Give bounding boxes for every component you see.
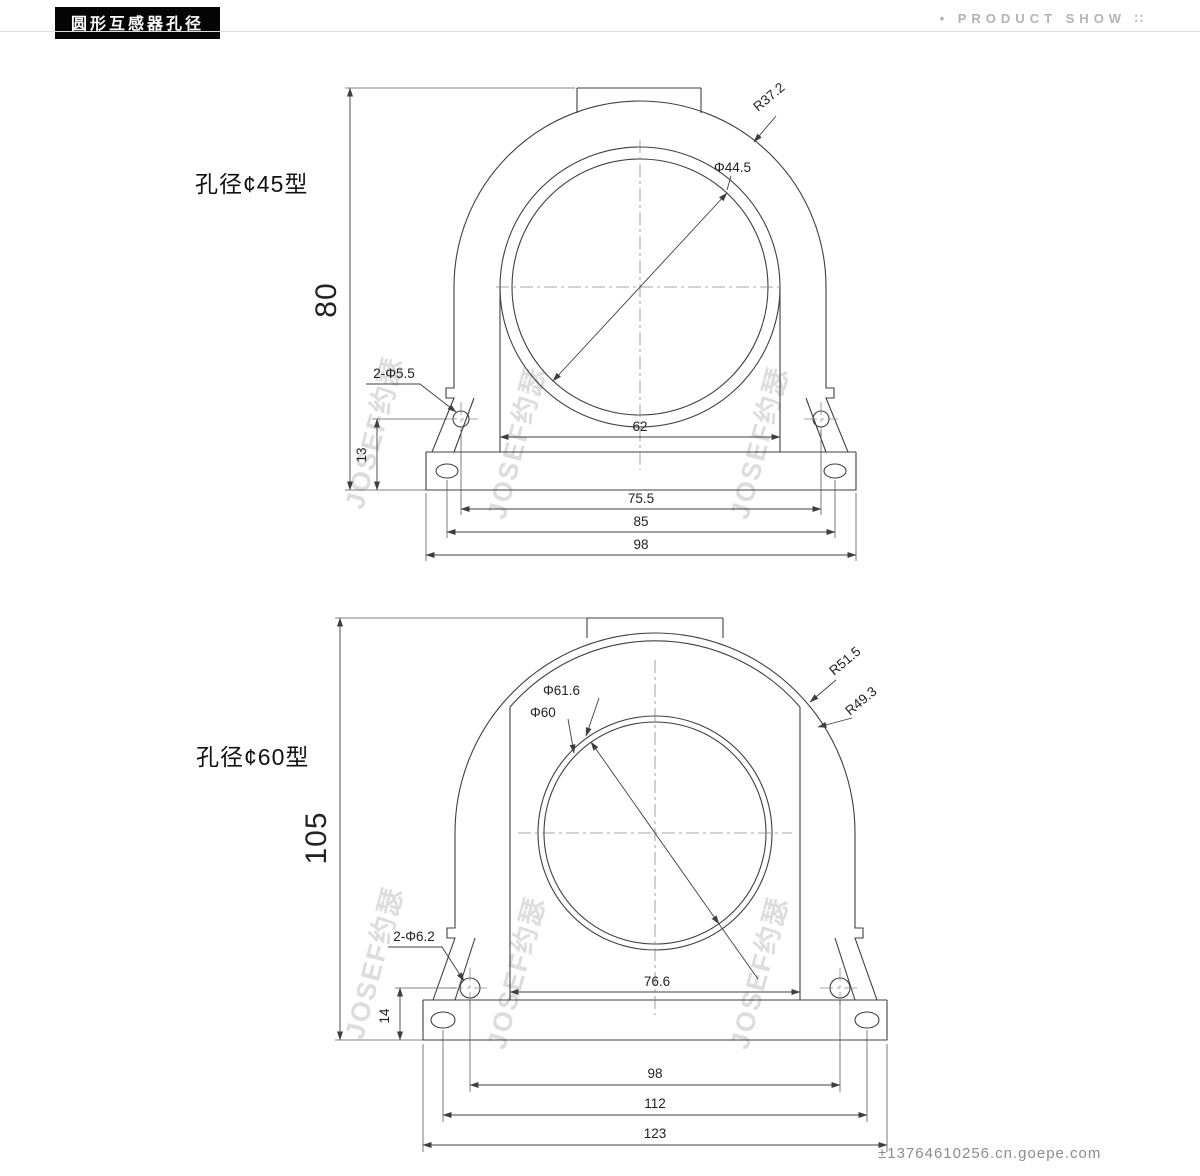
watermark-text: JOSEF约瑟 [340, 883, 409, 1042]
site-watermark: ±13764610256.cn.goepe.com [878, 1145, 1101, 1162]
watermark-text: JOSEF约瑟 [482, 893, 551, 1052]
drawing-60-hole-span-dim: 98 [469, 1000, 841, 1092]
hole-callout-label: 2-Φ5.5 [373, 366, 415, 381]
drawing-60-foot-dim: 14 [377, 987, 456, 1041]
deco-colon-icon: ∷ [1134, 11, 1148, 26]
drawing-45-inner-width-dim: 62 [499, 419, 781, 440]
slot-span-label: 85 [633, 514, 648, 529]
drawing-45-radius-callout: R37.2 [750, 80, 788, 143]
drawing-60-base-width-dim: 123 [422, 1044, 888, 1152]
watermark-text: JOSEF约瑟 [725, 893, 794, 1052]
product-show-label: • PRODUCT SHOW ∷ [940, 11, 1148, 27]
inner-width-label: 76.6 [644, 974, 670, 989]
height-dim-label: 105 [300, 811, 333, 864]
base-width-label: 98 [633, 537, 648, 552]
radius-label: R37.2 [750, 80, 787, 115]
bullet-icon: • [939, 11, 950, 26]
section-badge-label: 圆形互感器孔径 [71, 16, 205, 33]
bore-outer-label: Φ61.6 [543, 683, 580, 698]
watermark-text: JOSEF约瑟 [725, 363, 794, 522]
drawing-60-type: 孔径¢60型 [196, 617, 888, 1152]
hole-span-label: 98 [647, 1066, 662, 1081]
hole-callout-label: 2-Φ6.2 [393, 929, 435, 944]
drawing-45-bore-dimension: Φ44.5 [552, 160, 751, 382]
foot-dim-label: 13 [354, 447, 369, 462]
slot-span-label: 112 [644, 1096, 666, 1111]
drawing-60-bore-dimension: Φ61.6 Φ60 [530, 683, 759, 980]
drawing-60-height-dim: 105 [300, 617, 587, 1041]
drawing-60-hole-callout: 2-Φ6.2 [388, 929, 465, 982]
product-show-text: PRODUCT SHOW [957, 11, 1127, 26]
radius-outer-label: R51.5 [826, 644, 863, 679]
watermark-text: JOSEF约瑟 [482, 363, 551, 522]
header-divider [0, 31, 1200, 32]
bore-diameter-label: Φ44.5 [714, 160, 751, 175]
inner-width-label: 62 [632, 419, 647, 434]
drawing-60-slot-span-dim: 112 [442, 1030, 868, 1122]
section-badge: 圆形互感器孔径 [55, 7, 221, 39]
drawing-45-type: 孔径¢45型 [195, 80, 857, 561]
drawing-45-title: 孔径¢45型 [195, 171, 308, 197]
drawing-45-base-width-dim: 98 [425, 493, 857, 561]
bore-inner-label: Φ60 [530, 705, 556, 720]
drawing-45-hole-callout: 2-Φ5.5 [366, 366, 457, 413]
height-dim-label: 80 [310, 282, 343, 317]
drawing-60-inner-width-dim: 76.6 [509, 974, 801, 995]
drawing-45-slot-span-dim: 85 [446, 480, 836, 538]
drawing-60-title: 孔径¢60型 [196, 744, 309, 770]
drawing-60-radius-callouts: R51.5 R49.3 [809, 644, 880, 728]
drawing-45-height-dim: 80 [310, 87, 575, 491]
base-width-label: 123 [644, 1126, 667, 1141]
radius-inner-label: R49.3 [842, 684, 879, 719]
drawing-45-hole-span-dim: 75.5 [460, 430, 822, 515]
foot-dim-label: 14 [377, 1008, 392, 1024]
drawing-45-foot-dim: 13 [354, 418, 447, 491]
hole-span-label: 75.5 [628, 491, 654, 506]
